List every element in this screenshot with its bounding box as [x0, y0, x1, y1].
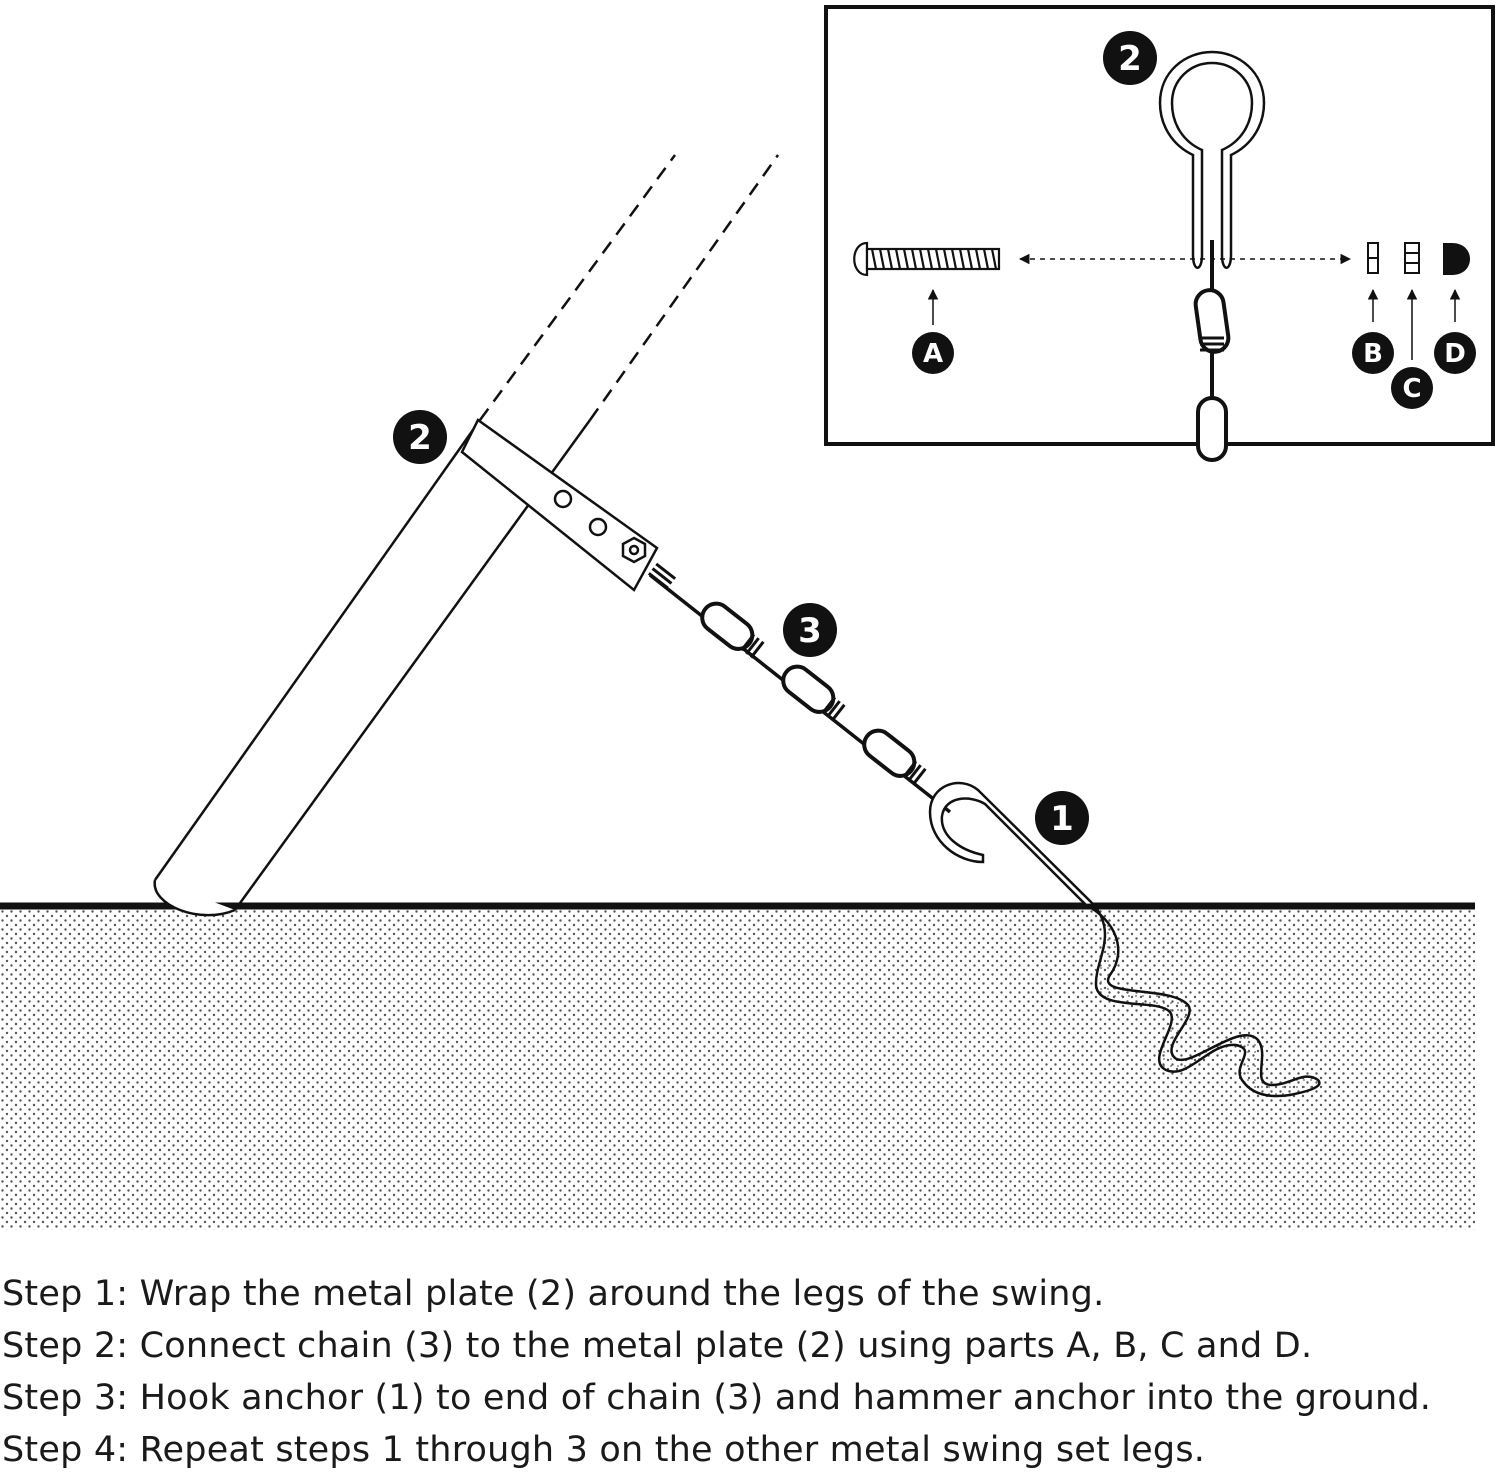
ground [0, 902, 1475, 1230]
cap-nut-d [1443, 243, 1470, 275]
step-2-text: Step 2: Connect chain (3) to the metal p… [2, 1326, 1313, 1366]
instruction-steps: Step 1: Wrap the metal plate (2) around … [2, 1268, 1498, 1476]
washer-b [1367, 242, 1379, 274]
svg-text:B: B [1363, 339, 1383, 369]
callout-plate-label: 2 [408, 418, 432, 458]
inset-callout-plate: 2 [1103, 31, 1157, 85]
pointer-arrows [927, 288, 1461, 360]
part-c-label: C [1391, 367, 1433, 409]
ground-anchor [928, 781, 1321, 1098]
callout-chain-label: 3 [798, 611, 822, 651]
bolt-a [853, 241, 1001, 277]
part-b-label: B [1352, 332, 1394, 374]
step-1-text: Step 1: Wrap the metal plate (2) around … [2, 1274, 1105, 1314]
chain [647, 562, 952, 814]
svg-text:A: A [923, 339, 943, 369]
swing-leg [153, 154, 780, 917]
part-a-label: A [912, 332, 954, 374]
inset-callout-plate-label: 2 [1118, 39, 1142, 79]
callout-anchor-label: 1 [1050, 799, 1074, 839]
part-d-label: D [1434, 332, 1476, 374]
inset-chain [1193, 240, 1231, 462]
inset-detail: 2 [824, 5, 1495, 462]
metal-plate [460, 418, 659, 592]
callout-chain: 3 [783, 603, 837, 657]
step-4-text: Step 4: Repeat steps 1 through 3 on the … [2, 1430, 1206, 1470]
assembly-diagram: 2 3 1 2 [0, 5, 1495, 1230]
washer-c [1404, 242, 1420, 274]
callout-plate: 2 [393, 410, 447, 464]
callout-anchor: 1 [1035, 791, 1089, 845]
step-3-text: Step 3: Hook anchor (1) to end of chain … [2, 1378, 1432, 1418]
svg-text:D: D [1444, 339, 1466, 369]
svg-text:C: C [1402, 374, 1421, 404]
